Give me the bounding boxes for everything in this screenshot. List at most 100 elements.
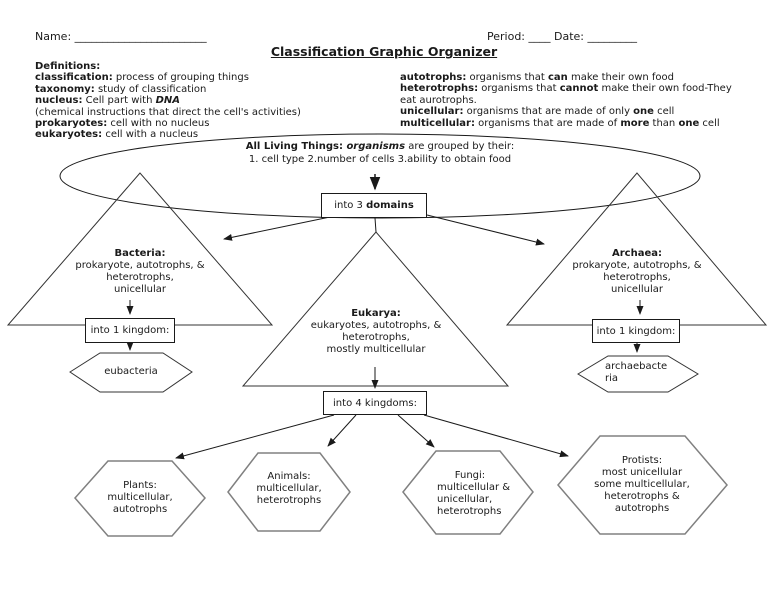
text-segment: eat aurotrophs. [400,94,477,106]
text-segment: Cell part with [82,95,156,107]
text-line: Protists: [621,455,663,466]
text-segment: cell [699,117,720,129]
animals-hexagon [227,452,351,532]
all-living-things-text: All Living Things: organisms are grouped… [180,140,580,166]
text-segment: one [678,117,700,129]
text-line: Fungi: [454,470,486,481]
line-domains-to-eukarya [374,217,377,233]
text-segment: autotrophs: [400,72,467,83]
text-line: heterotrophs, [342,332,410,343]
text-segment: organisms that are made of only [463,106,634,118]
protists-hexagon [557,435,728,535]
text-segment: prokaryotes: [35,118,108,130]
plants-hexagon [74,460,206,537]
text-segment: process of grouping things [112,72,249,84]
page-title: Classification Graphic Organizer [270,44,498,59]
text-segment: classification: [35,72,113,84]
text-line: multicellular: organisms that are made o… [400,118,732,129]
text-line: prokaryote, autotrophs, & [572,260,702,271]
ellipse-line1: All Living Things: organisms are grouped… [180,140,580,153]
text-line: eat aurotrophs. [400,95,732,106]
period-blank-field[interactable]: ____ [528,30,551,43]
text-line: ria [605,373,619,384]
text-line: eukaryotes: cell with a nucleus [35,129,301,140]
text-segment: cell [653,106,675,118]
plants-label: Plants:multicellular,autotrophs [80,480,200,516]
eukarya-title: Eukarya: [351,308,401,319]
text-segment: multicellular: [400,117,475,129]
all-living-things-ellipse [59,133,701,219]
text-segment: cell with a nucleus [102,129,199,141]
into-3-domains-box: into 3 domains [321,193,427,218]
text-segment: are grouped by their: [405,141,515,152]
text-line: mostly multicellular [326,344,426,355]
eubacteria-hexagon [69,352,193,393]
text-line: (chemical instructions that direct the c… [35,107,301,118]
into-1-kingdom-right-box: into 1 kingdom: [592,319,680,343]
text-line: Animals: [267,471,311,482]
text-segment: cell with no nucleus [107,118,210,130]
text-segment: organisms that [478,83,560,95]
definitions-right-column: autotrophs: organisms that can make thei… [400,72,732,129]
text-line: heterotrophs: organisms that cannot make… [400,83,732,94]
period-label: Period: [487,30,526,43]
name-blank-field[interactable]: ________________________ [74,30,207,43]
text-segment: eukaryotes: [35,129,103,141]
animals-label: Animals:multicellular,heterotrophs [229,471,349,507]
eubacteria-label: eubacteria [104,366,158,377]
text-line: heterotrophs, [106,272,174,283]
text-line: unicellular [610,284,664,295]
into-3-domains-label: into 3 domains [334,200,414,211]
into-1-kingdom-left-label: into 1 kingdom: [90,325,170,336]
arrow-kingdoms-to-protists [423,414,569,458]
name-field-row: Name: ________________________ [35,30,207,43]
bacteria-lines: prokaryote, autotrophs, &heterotrophs,un… [40,260,240,296]
arrow-kingdoms-to-animals [327,414,357,447]
text-segment: more [620,117,650,129]
text-line: taxonomy: study of classification [35,84,301,95]
text-line: multicellular & [437,482,511,493]
text-line: some multicellular, [594,479,690,490]
into-1-kingdom-left-box: into 1 kingdom: [85,318,175,343]
text-line: autotrophs [112,504,168,515]
period-date-row: Period: ____ Date: _________ [487,30,637,43]
text-segment: one [633,106,654,118]
text-segment: make their own food-They [598,83,732,95]
definitions-left-column: Definitions:classification: process of g… [35,61,301,141]
name-label: Name: [35,30,72,43]
eukarya-text: Eukarya: eukaryotes, autotrophs, &hetero… [276,308,476,356]
arrow-domains-to-archaea [426,214,545,246]
text-line: unicellular, [437,494,493,505]
archaea-text: Archaea: prokaryote, autotrophs, &hetero… [537,248,737,296]
text-segment: nucleus: [35,95,83,107]
text-segment: make their own food [567,72,674,83]
text-segment: domains [366,200,414,211]
into-4-kingdoms-box: into 4 kingdoms: [323,391,427,415]
ellipse-line2: 1. cell type 2.number of cells 3.ability… [248,154,512,165]
date-blank-field[interactable]: _________ [587,30,638,43]
archaea-title: Archaea: [612,248,662,259]
text-segment: unicellular: [400,106,464,118]
text-segment: can [547,72,568,83]
bacteria-text: Bacteria: prokaryote, autotrophs, &heter… [40,248,240,296]
archaea-lines: prokaryote, autotrophs, &heterotrophs,un… [537,260,737,296]
bacteria-title: Bacteria: [114,248,166,259]
into-4-kingdoms-label: into 4 kingdoms: [333,397,417,409]
text-segment: Definitions: [35,61,101,72]
text-line: heterotrophs, [603,272,671,283]
arrow-kingdoms-to-plants [175,414,335,460]
text-line: autotrophs: organisms that can make thei… [400,72,732,83]
date-label: Date: [554,30,585,43]
text-line: heterotrophs & [604,491,680,502]
text-line: classification: process of grouping thin… [35,72,301,83]
fungi-hexagon [402,450,534,535]
text-line: Definitions: [35,61,301,72]
text-line: heterotrophs [437,506,502,517]
text-segment: organisms that [466,72,548,83]
text-segment: than [649,117,679,129]
text-segment: heterotrophs: [400,83,479,95]
text-line: multicellular, [107,492,173,503]
text-line: Plants: [123,480,157,491]
